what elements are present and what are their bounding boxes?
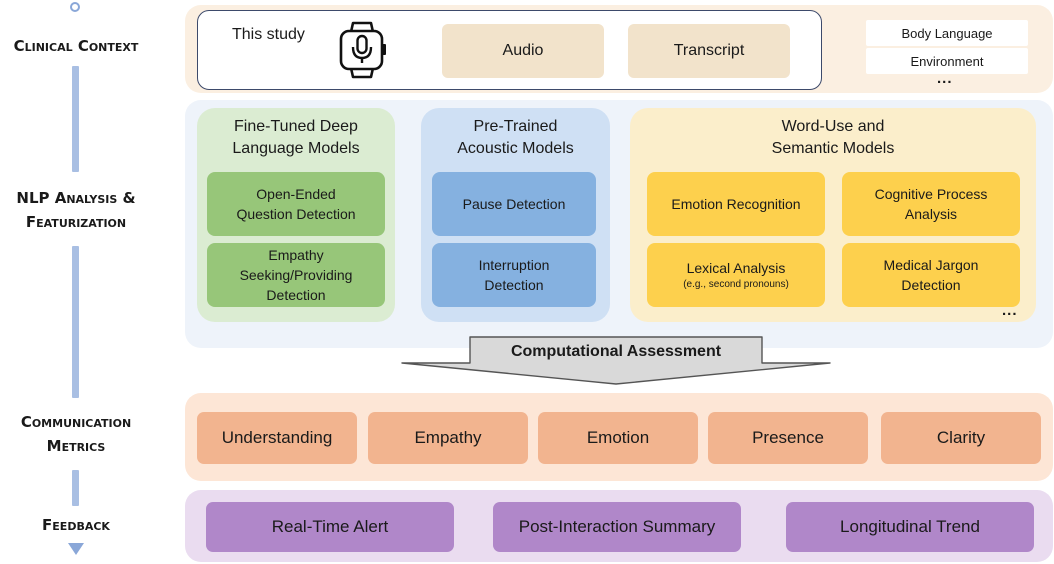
fine-tuned-language-models-title: Fine-Tuned Deep Language Models xyxy=(232,118,360,157)
metric-clarity: Clarity xyxy=(881,412,1041,464)
medical-jargon-detection: Medical Jargon Detection xyxy=(842,243,1020,307)
feedback-real-time-alert: Real-Time Alert xyxy=(206,502,454,552)
lexical-analysis-note: (e.g., second pronouns) xyxy=(683,279,789,290)
open-ended-question-detection: Open-Ended Question Detection xyxy=(207,172,385,236)
metric-emotion: Emotion xyxy=(538,412,698,464)
timeline-start-dot xyxy=(70,2,80,12)
pause-detection: Pause Detection xyxy=(432,172,596,236)
timeline-segment xyxy=(72,66,79,172)
emotion-recognition: Emotion Recognition xyxy=(647,172,825,236)
input-environment: Environment xyxy=(866,48,1028,74)
pre-trained-acoustic-models-title: Pre-Trained Acoustic Models xyxy=(457,118,574,157)
computational-assessment-label: Computational Assessment xyxy=(510,343,722,360)
computational-assessment-arrow xyxy=(400,336,832,386)
more-models-ellipsis: ... xyxy=(1002,302,1018,319)
word-use-semantic-models-title: Word-Use and Semantic Models xyxy=(771,118,895,157)
smartwatch-microphone-icon xyxy=(334,18,390,82)
lexical-analysis: Lexical Analysis (e.g., second pronouns) xyxy=(647,243,825,307)
timeline-segment xyxy=(72,246,79,398)
input-audio: Audio xyxy=(442,24,604,78)
this-study-label: This study xyxy=(232,26,305,43)
stage-label-communication-metrics: Communication Metrics xyxy=(20,413,132,455)
input-transcript: Transcript xyxy=(628,24,790,78)
metric-understanding: Understanding xyxy=(197,412,357,464)
cognitive-process-analysis: Cognitive Process Analysis xyxy=(842,172,1020,236)
metric-presence: Presence xyxy=(708,412,868,464)
empathy-detection: Empathy Seeking/Providing Detection xyxy=(207,243,385,307)
input-body-language: Body Language xyxy=(866,20,1028,46)
feedback-longitudinal-trend: Longitudinal Trend xyxy=(786,502,1034,552)
stage-label-feedback: Feedback xyxy=(42,516,110,534)
metric-empathy: Empathy xyxy=(368,412,528,464)
timeline-arrow-tip xyxy=(68,543,84,555)
more-inputs-ellipsis: ... xyxy=(937,70,953,87)
stage-label-clinical-context: Clinical Context xyxy=(13,37,139,55)
feedback-post-interaction-summary: Post-Interaction Summary xyxy=(493,502,741,552)
timeline-segment xyxy=(72,470,79,506)
interruption-detection: Interruption Detection xyxy=(432,243,596,307)
stage-label-nlp: NLP Analysis & Featurization xyxy=(16,189,136,231)
